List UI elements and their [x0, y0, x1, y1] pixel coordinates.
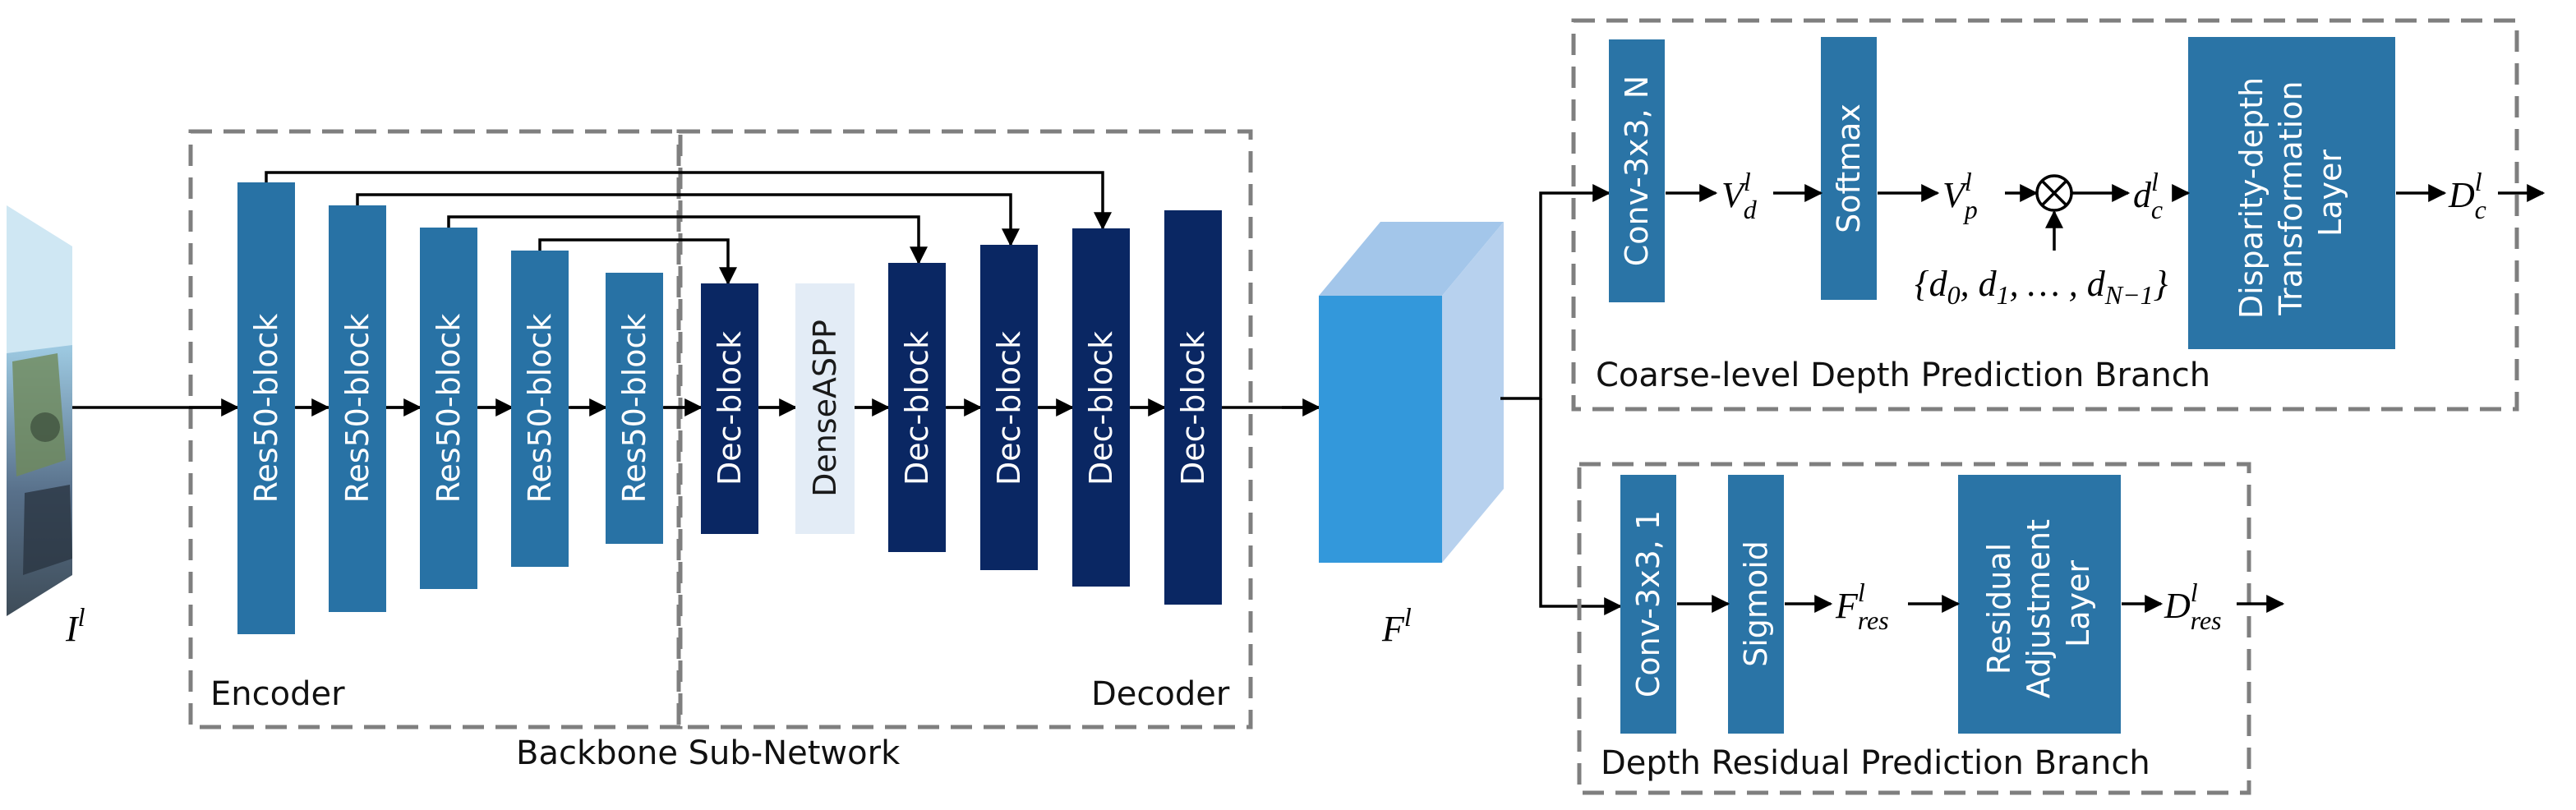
dec-block-3: Dec-block	[980, 245, 1038, 570]
coarse-arrows	[1666, 184, 2546, 251]
svg-text:Res50-block: Res50-block	[248, 314, 284, 504]
dec-block-5: Dec-block	[1164, 210, 1222, 605]
svg-text:Res50-block: Res50-block	[339, 314, 376, 504]
branch-split	[1500, 184, 1623, 615]
residual-branch-title: Depth Residual Prediction Branch	[1601, 744, 2150, 782]
svg-text:Res50-block: Res50-block	[522, 314, 558, 504]
res50-block-5: Res50-block	[606, 273, 663, 544]
input-label: Il	[65, 602, 85, 649]
residual-branch-frame	[1577, 462, 2251, 795]
feature-map-cube	[1319, 222, 1504, 563]
svg-text:Dec-block: Dec-block	[991, 331, 1027, 486]
dense-aspp-block: DenseASPP	[795, 283, 855, 534]
coarse-branch-frame	[1571, 18, 2519, 412]
res50-block-2: Res50-block	[329, 205, 386, 612]
svg-text:Dec-block: Dec-block	[1175, 331, 1211, 486]
feature-label: Fl	[1381, 602, 1412, 649]
res50-block-3: Res50-block	[420, 228, 477, 589]
svg-text:Dec-block: Dec-block	[899, 331, 935, 486]
decoder-frame	[676, 129, 1253, 729]
dec-block-first: Dec-block	[701, 283, 758, 534]
svg-text:Res50-block: Res50-block	[616, 314, 652, 504]
softmax-block: Softmax	[1821, 37, 1877, 300]
encoder-blocks: Res50-block Res50-block Res50-block Res5…	[237, 182, 663, 634]
dec-block-4: Dec-block	[1072, 228, 1130, 587]
svg-text:Sigmoid: Sigmoid	[1738, 541, 1774, 667]
svg-text:Softmax: Softmax	[1831, 104, 1867, 233]
encoder-frame	[188, 129, 683, 729]
svg-text:Dec-block: Dec-block	[712, 331, 748, 486]
svg-text:Dec-block: Dec-block	[1083, 331, 1119, 486]
decoder-label: Decoder	[1091, 675, 1230, 713]
svg-text:Residual Adjustment: Residual Adjustment Layer	[1981, 509, 2096, 698]
encoder-label: Encoder	[210, 675, 345, 713]
decoder-blocks: Dec-block DenseASPP Dec-block Dec-block …	[701, 210, 1222, 605]
svg-text:Conv-3x3, N: Conv-3x3, N	[1619, 76, 1655, 266]
svg-text:Disparity-depth Transfor: Disparity-depth Transformation Layer	[2233, 67, 2348, 319]
res50-block-4: Res50-block	[511, 251, 569, 567]
product-operator	[2035, 174, 2073, 212]
res50-block-1: Res50-block	[237, 182, 295, 634]
svg-text:Conv-3x3, 1: Conv-3x3, 1	[1630, 510, 1666, 697]
svg-text:Res50-block: Res50-block	[431, 314, 467, 504]
coarse-conv-block: Conv-3x3, N	[1609, 39, 1665, 302]
backbone-title: Backbone Sub-Network	[516, 734, 901, 772]
residual-conv-block: Conv-3x3, 1	[1620, 475, 1676, 734]
dec-block-2: Dec-block	[888, 263, 946, 552]
svg-text:DenseASPP: DenseASPP	[807, 320, 843, 497]
input-image	[7, 205, 72, 616]
disparity-set: {d0, d1, … , dN−1}	[1915, 264, 2168, 310]
sigmoid-block: Sigmoid	[1728, 475, 1784, 734]
adjust-block: Residual Adjustment Layer	[1958, 475, 2121, 734]
transform-block: Disparity-depth Transformation Layer	[2188, 37, 2395, 349]
skip-connections	[265, 171, 1112, 286]
coarse-branch-title: Coarse-level Depth Prediction Branch	[1596, 357, 2210, 394]
